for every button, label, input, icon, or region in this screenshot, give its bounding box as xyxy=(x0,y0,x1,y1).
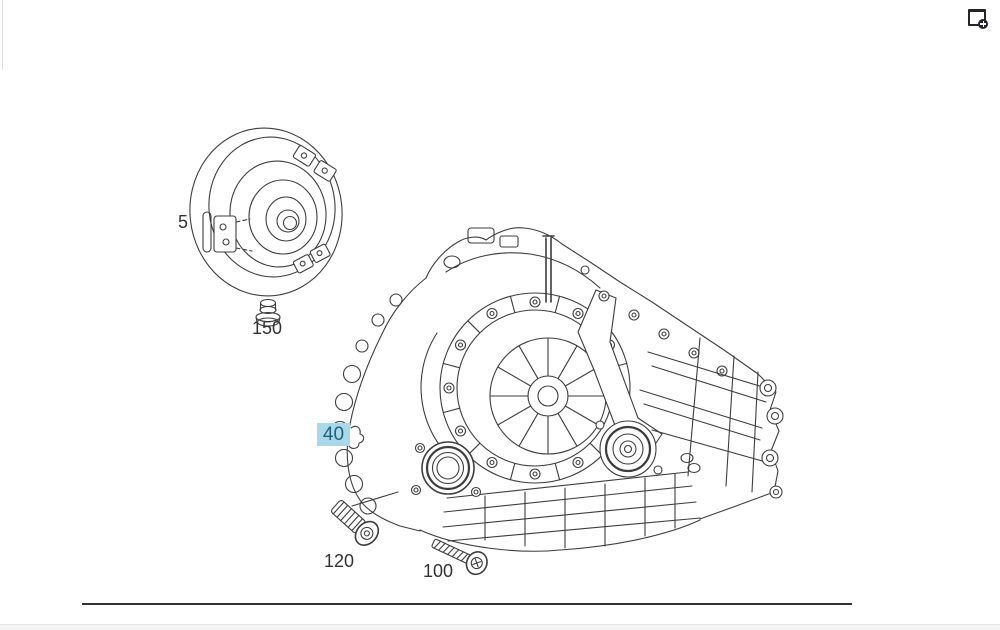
callout-120[interactable]: 120 xyxy=(323,551,355,571)
window-edge-line xyxy=(2,0,3,70)
bottom-strip xyxy=(0,624,1000,630)
torque-converter-drawing[interactable] xyxy=(182,121,351,304)
new-window-plus-icon[interactable] xyxy=(968,8,990,30)
transmission-housing-drawing[interactable] xyxy=(330,227,784,552)
screw-100-drawing[interactable] xyxy=(428,532,490,577)
callout-5[interactable]: 5 xyxy=(177,212,188,232)
callout-100[interactable]: 100 xyxy=(422,561,454,581)
bolt-120-drawing[interactable] xyxy=(327,491,399,550)
callout-40-highlighted[interactable]: 40 xyxy=(317,423,350,446)
plus-glyph-h xyxy=(980,23,987,25)
plug-150-drawing[interactable] xyxy=(255,298,281,327)
footer-divider xyxy=(82,603,852,605)
callout-150[interactable]: 150 xyxy=(251,318,283,338)
icon-frame xyxy=(968,9,986,26)
